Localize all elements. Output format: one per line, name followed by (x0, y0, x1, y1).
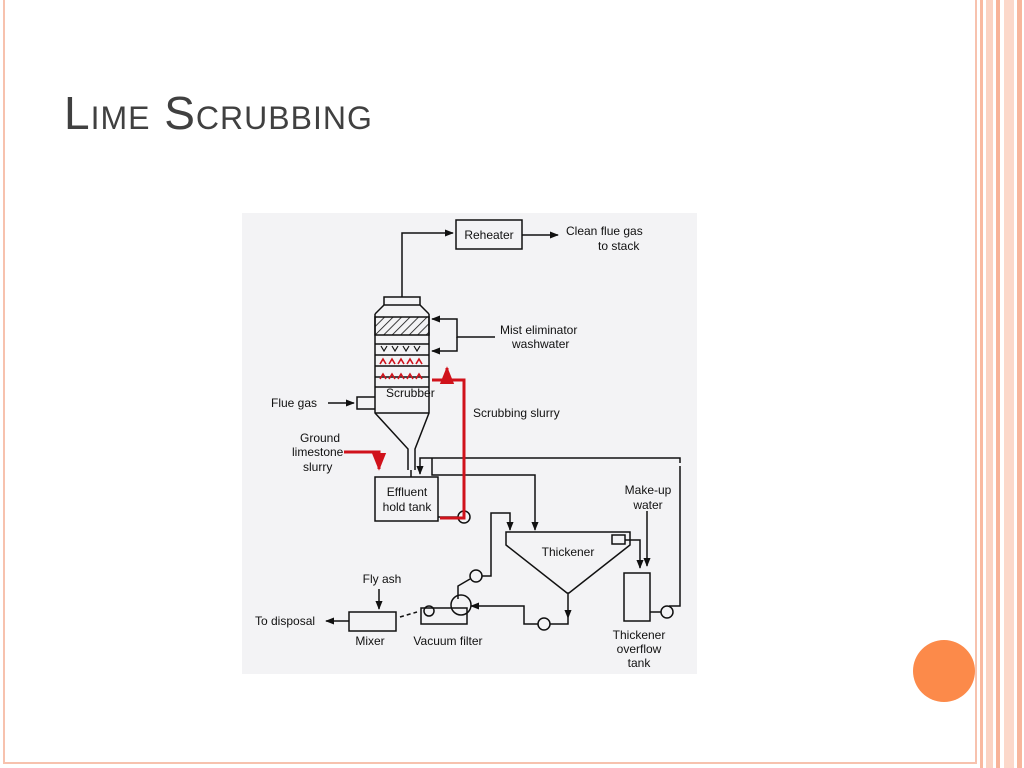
ground-limestone-label: Ground (300, 431, 340, 445)
decorative-stripe (1017, 0, 1022, 768)
scrubbing-slurry-label: Scrubbing slurry (473, 406, 560, 420)
decorative-stripe (980, 0, 983, 768)
mist-eliminator-label: washwater (511, 337, 569, 351)
thickener-vessel (505, 531, 631, 594)
pump-icon (660, 605, 674, 619)
flue-gas-label: Flue gas (271, 396, 317, 410)
decorative-stripe (986, 0, 993, 768)
mixer-box (348, 611, 397, 632)
pump-icon (469, 569, 483, 583)
thickener-overflow-tank-label: tank (628, 656, 652, 670)
slide-title: Lime Scrubbing (64, 87, 373, 139)
limestone-slurry-flow (344, 366, 466, 520)
mist-eliminator-label: Mist eliminator (500, 323, 577, 337)
clean-flue-gas-label: to stack (598, 239, 640, 253)
fly-ash-label: Fly ash (363, 572, 402, 586)
pump-icon (537, 617, 551, 631)
flue-gas-inlet (356, 396, 375, 410)
effluent-hold-tank-label: Effluent (387, 485, 428, 499)
spray-nozzles (380, 345, 421, 353)
make-up-water-label: water (632, 498, 662, 512)
slide-border (3, 0, 977, 764)
vacuum-filter-label: Vacuum filter (413, 634, 482, 648)
to-disposal-label: To disposal (255, 614, 315, 628)
thickener-overflow-tank-label: overflow (617, 642, 662, 656)
reheater-label: Reheater (464, 228, 513, 242)
effluent-hold-tank (374, 476, 439, 522)
mixer-label: Mixer (355, 634, 384, 648)
effluent-hold-tank-label: hold tank (383, 500, 433, 514)
make-up-water-label: Make-up (625, 483, 672, 497)
red-spray-nozzles (379, 357, 423, 380)
scrubber-tower (374, 296, 430, 470)
thickener-label: Thickener (542, 545, 595, 559)
vacuum-filter (420, 607, 468, 625)
decorative-stripe (1004, 0, 1014, 768)
decorative-stripe (996, 0, 1000, 768)
clean-flue-gas-label: Clean flue gas (566, 224, 643, 238)
pump-icon (423, 605, 435, 617)
thickener-overflow-tank-label: Thickener (613, 628, 666, 642)
thickener-overflow-tank (623, 572, 651, 622)
scrubber-label: Scrubber (386, 386, 435, 400)
ground-limestone-label: limestone (292, 445, 344, 459)
ground-limestone-label: slurry (303, 460, 332, 474)
accent-circle (913, 640, 975, 702)
lime-scrubbing-diagram: Reheater Clean flue gas to stack Mist el… (242, 213, 697, 674)
